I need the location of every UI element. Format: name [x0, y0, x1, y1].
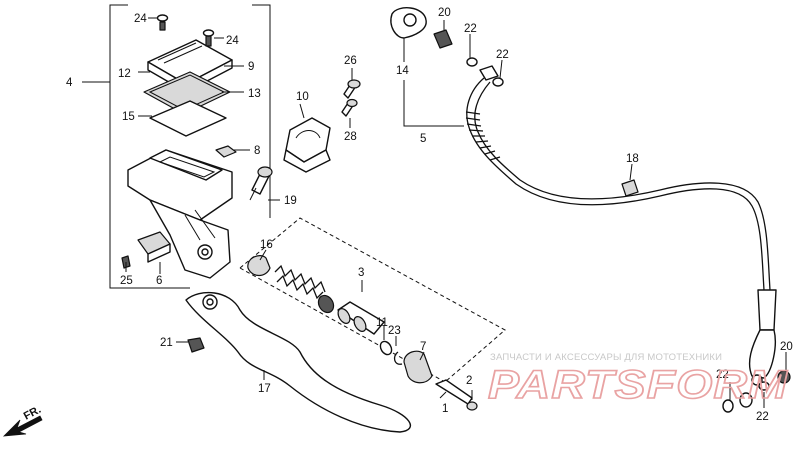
label-15: 15	[122, 111, 135, 123]
piston-cup	[317, 294, 335, 314]
label-12: 12	[118, 68, 131, 80]
arrow-icon	[2, 415, 43, 437]
washer-22d	[722, 399, 734, 413]
nut-2	[466, 401, 478, 411]
boot-7	[403, 350, 433, 384]
screw-24	[205, 35, 212, 47]
lever-bracket	[149, 199, 231, 279]
label-2: 2	[466, 375, 472, 387]
hose-fitting	[479, 65, 499, 81]
washer-23	[379, 340, 393, 356]
label-24b: 24	[226, 35, 239, 47]
clutch-hose	[466, 77, 765, 291]
label-17: 17	[258, 383, 271, 395]
boot-16	[247, 255, 271, 277]
label-9: 9	[248, 61, 254, 73]
watermark-caption: ЗАПЧАСТИ И АКСЕССУАРЫ ДЛЯ МОТОТЕХНИКИ	[490, 352, 722, 363]
label-24a: 24	[134, 13, 147, 25]
circlip-11	[393, 351, 403, 365]
leader-lines	[125, 17, 787, 408]
label-11: 11	[376, 317, 388, 329]
bolt-20b	[777, 370, 791, 384]
bracket-4-right	[252, 4, 271, 218]
label-5: 5	[420, 133, 426, 145]
screw-24-top	[159, 21, 166, 31]
piston-set-box	[239, 217, 506, 383]
label-21: 21	[160, 337, 173, 349]
bracket-4	[109, 4, 190, 289]
washer-22c	[758, 381, 770, 391]
label-16: 16	[260, 239, 273, 251]
watermark-brand: PARTSFORM	[488, 363, 789, 407]
label-8: 8	[254, 145, 260, 157]
bracket-5	[403, 80, 464, 127]
label-25: 25	[120, 275, 133, 287]
label-19: 19	[284, 195, 297, 207]
bolt-21	[187, 337, 205, 353]
label-22a: 22	[464, 23, 477, 35]
label-4: 4	[66, 77, 73, 89]
label-26: 26	[344, 55, 357, 67]
clamp-18	[621, 179, 639, 197]
label-7: 7	[420, 341, 426, 353]
label-22c: 22	[716, 369, 729, 381]
label-3: 3	[358, 267, 364, 279]
spring	[274, 264, 326, 300]
label-20a: 20	[438, 7, 451, 19]
front-direction-arrow: FR.	[2, 404, 43, 437]
diaphragm	[149, 100, 227, 137]
lever-17	[185, 291, 412, 433]
label-6: 6	[156, 275, 162, 287]
hose-ribs	[465, 111, 501, 161]
label-22b: 22	[496, 49, 509, 61]
label-18: 18	[626, 153, 639, 165]
hose-lower-fitting	[757, 289, 777, 331]
label-20b: 20	[780, 341, 793, 353]
screw-8	[215, 145, 237, 158]
washer-22	[466, 57, 478, 67]
bolt-20	[433, 29, 453, 49]
label-10: 10	[296, 91, 309, 103]
label-1: 1	[442, 403, 448, 415]
label-28: 28	[344, 131, 357, 143]
label-22d: 22	[756, 411, 769, 423]
label-13: 13	[248, 88, 261, 100]
washer-22b	[492, 77, 504, 87]
label-14: 14	[396, 65, 409, 77]
label-23: 23	[388, 325, 401, 337]
